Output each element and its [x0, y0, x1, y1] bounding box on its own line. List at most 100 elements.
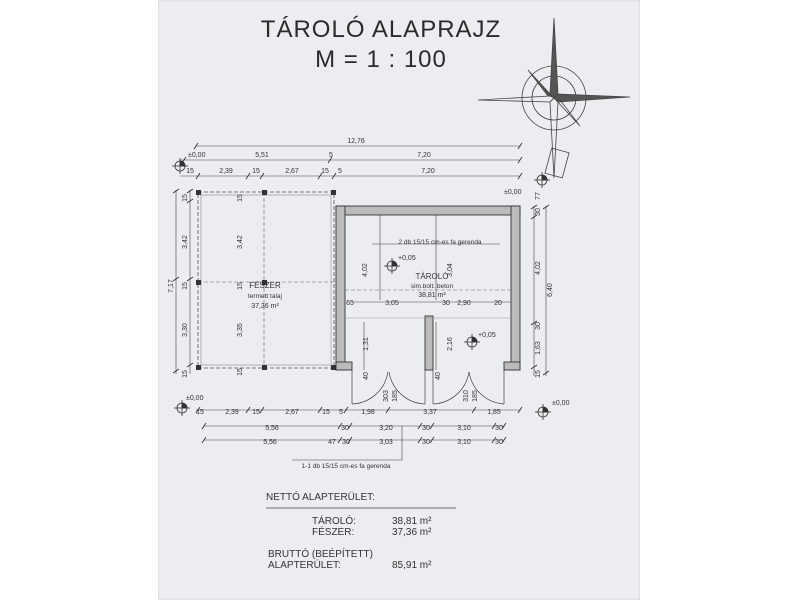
tarolo-area-label: TÁROLÓ:: [312, 516, 356, 527]
dimension-label: 77: [535, 192, 542, 200]
brutto-area-label: ALAPTERÜLET:: [268, 560, 341, 571]
dimension-label: 15: [186, 168, 194, 175]
netto-heading: NETTÓ ALAPTERÜLET:: [266, 492, 375, 503]
level-label: +0,05: [398, 255, 416, 262]
dimension-label: 3,42: [182, 235, 189, 249]
dimension-label: 3,30: [182, 323, 189, 337]
level-marker-icon: [534, 172, 550, 188]
dimension-lines: [175, 145, 547, 461]
tarolo-walls: [335, 205, 521, 371]
dimension-label: 5,51: [255, 152, 269, 159]
beam-note: 2 db 15/15 cm-es fa gerenda: [398, 239, 481, 246]
brutto-heading: BRUTTÓ (BEÉPÍTETT): [268, 549, 373, 560]
dimension-label: 15: [321, 168, 329, 175]
dimension-label: 30: [535, 322, 542, 330]
dimension-label: 40: [363, 372, 370, 380]
dimension-label: 4,02: [362, 263, 369, 277]
door-icon: [432, 370, 505, 405]
dimension-ticks: [172, 142, 550, 444]
brutto-area-value: 85,91 m²: [392, 560, 432, 571]
dimension-label: 15: [182, 194, 189, 202]
level-label: ±0,00: [186, 395, 204, 402]
room-area: 38,81 m²: [418, 292, 446, 299]
dimension-label: 30: [341, 425, 349, 432]
dimension-label: 3,05: [385, 300, 399, 307]
dimension-label: 30: [422, 439, 430, 446]
level-marker-icon: [384, 258, 400, 274]
dimension-label: 185: [392, 390, 399, 402]
dimension-label: 1,98: [361, 409, 375, 416]
dimension-label: 2,39: [219, 168, 233, 175]
dimension-label: 30: [342, 439, 350, 446]
dimension-label: 2,67: [285, 409, 299, 416]
dimension-label: 5: [338, 168, 342, 175]
dimension-label: 7,20: [417, 152, 431, 159]
dimension-label: 3,10: [457, 439, 471, 446]
dimension-label: 5,56: [265, 425, 279, 432]
dimension-label: 4,02: [535, 261, 542, 275]
level-label: ±0,00: [188, 152, 206, 159]
dimension-label: 65: [346, 300, 354, 307]
dimension-label: 3,04: [447, 263, 454, 277]
dimension-label: 310: [463, 390, 470, 402]
dimension-label: 5: [329, 152, 333, 159]
dimension-label: 5: [339, 409, 343, 416]
room-floor: sim.bolt. beton: [411, 283, 454, 290]
dimension-label: 30: [495, 425, 503, 432]
dimension-label: 1,31: [363, 337, 370, 351]
feszer-area: [196, 190, 336, 370]
dimension-label: 3,03: [379, 439, 393, 446]
dimension-label: 7,20: [421, 168, 435, 175]
dimension-label: 12,76: [347, 138, 365, 145]
dimension-label: 3,35: [237, 323, 244, 337]
room-name: TÁROLÓ: [416, 272, 449, 281]
drawing-scale: M = 1 : 100: [315, 46, 447, 73]
beam-note: 1-1 db 15/15 cm-es fa gerenda: [302, 463, 391, 470]
dimension-label: 47: [328, 439, 336, 446]
room-name: FÉSZER: [249, 281, 281, 290]
dimension-label: 15: [322, 409, 330, 416]
dimension-label: 30: [495, 439, 503, 446]
dimension-label: 15: [252, 409, 260, 416]
level-marker-icon: [464, 334, 480, 350]
feszer-area-label: FÉSZER:: [312, 527, 355, 538]
level-label: ±0,00: [504, 189, 522, 196]
dimension-label: 15: [237, 194, 244, 202]
dimension-label: 3,42: [237, 235, 244, 249]
level-marker-icon: [174, 400, 190, 416]
dimension-label: 7,17: [168, 279, 175, 293]
dimension-label: 20: [494, 300, 502, 307]
dimension-label: 2,90: [457, 300, 471, 307]
level-label: +0,05: [478, 332, 496, 339]
dimension-label: 30: [422, 425, 430, 432]
post-icon: [196, 190, 336, 370]
dimension-label: 1,85: [487, 409, 501, 416]
dimension-label: 2,16: [447, 337, 454, 351]
room-area: 37,36 m²: [251, 303, 279, 310]
north-arrow-icon: [477, 17, 631, 179]
dimension-label: 1,63: [535, 341, 542, 355]
feszer-area-value: 37,36 m²: [392, 527, 432, 538]
dimension-label: 6,40: [547, 283, 554, 297]
dimension-label: 30: [535, 208, 542, 216]
dimension-label: 15: [237, 282, 244, 290]
level-label: ±0,00: [552, 400, 570, 407]
dimension-label: 5,56: [263, 439, 277, 446]
dimension-label: 15: [237, 368, 244, 376]
dimension-label: 2,67: [285, 168, 299, 175]
dimension-label: 15: [182, 370, 189, 378]
room-floor: termett talaj: [248, 293, 282, 300]
dimension-label: 2,39: [225, 409, 239, 416]
door-icon: [351, 370, 426, 405]
dimension-label: 3,10: [457, 425, 471, 432]
level-marker-icon: [172, 158, 188, 174]
dimension-label: 303: [383, 390, 390, 402]
level-marker-icon: [535, 404, 551, 420]
dimension-label: 30: [442, 300, 450, 307]
dimension-label: 3,37: [423, 409, 437, 416]
dimension-label: 185: [472, 390, 479, 402]
drawing-title: TÁROLÓ ALAPRAJZ: [260, 16, 502, 43]
dimension-label: 15: [252, 168, 260, 175]
dimension-label: 15: [535, 370, 542, 378]
